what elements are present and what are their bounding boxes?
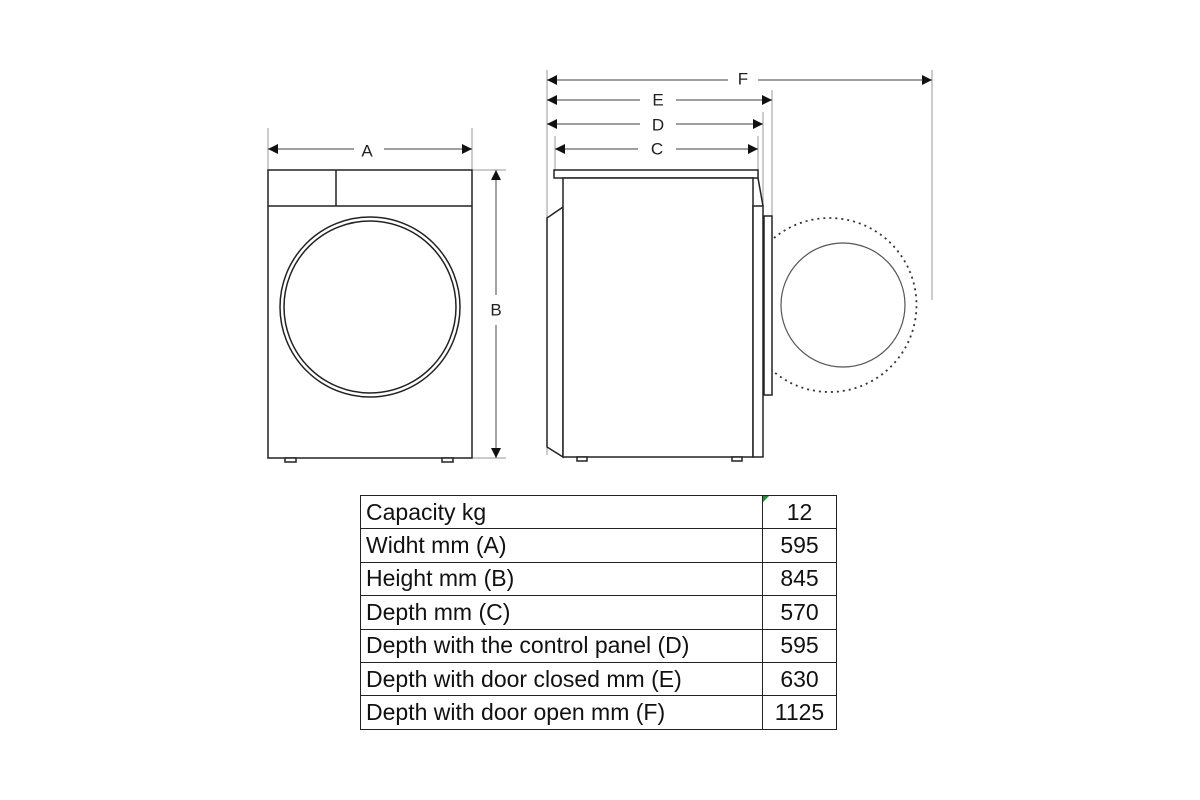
spec-label: Depth with the control panel (D) — [360, 628, 763, 663]
spec-value-text: 1125 — [774, 699, 825, 726]
spec-label: Depth mm (C) — [360, 595, 763, 630]
spec-value: 570 — [762, 595, 837, 630]
door-inner — [283, 220, 457, 394]
spec-value-text: 630 — [780, 665, 819, 692]
spec-label: Widht mm (A) — [360, 528, 763, 563]
spec-value-text: 595 — [780, 532, 819, 559]
table-row: Height mm (B) 845 — [360, 561, 837, 597]
spec-value: 595 — [762, 528, 837, 563]
label-a: A — [361, 141, 373, 160]
spec-value: 12 — [762, 494, 837, 530]
table-row: Depth mm (C) 570 — [360, 595, 837, 630]
dimension-arrows — [268, 75, 932, 458]
spec-label: Height mm (B) — [360, 561, 763, 597]
spec-label: Capacity kg — [360, 494, 763, 530]
label-d: D — [652, 115, 664, 134]
label-e: E — [652, 90, 663, 109]
comment-marker-icon — [763, 496, 769, 502]
open-door-window — [780, 242, 906, 368]
spec-value: 630 — [762, 661, 837, 697]
spec-value-text: 845 — [780, 565, 819, 592]
spec-label: Depth with door open mm (F) — [360, 695, 763, 730]
table-row: Depth with door closed mm (E) 630 — [360, 661, 837, 697]
label-b: B — [490, 300, 501, 319]
side-view — [546, 169, 918, 462]
spec-label: Depth with door closed mm (E) — [360, 661, 763, 697]
label-c: C — [651, 139, 663, 158]
front-view — [267, 169, 473, 463]
spec-value: 1125 — [762, 695, 837, 730]
table-row: Capacity kg 12 — [360, 494, 837, 530]
spec-value: 595 — [762, 628, 837, 663]
table-row: Widht mm (A) 595 — [360, 528, 837, 563]
spec-value: 845 — [762, 561, 837, 597]
table-row: Depth with the control panel (D) 595 — [360, 628, 837, 663]
door-swing-path — [773, 217, 918, 393]
spec-value-text: 570 — [780, 598, 819, 625]
spec-value-text: 12 — [786, 498, 813, 525]
table-row: Depth with door open mm (F) 1125 — [360, 695, 837, 730]
spec-value-text: 595 — [780, 632, 819, 659]
label-f: F — [738, 69, 748, 88]
